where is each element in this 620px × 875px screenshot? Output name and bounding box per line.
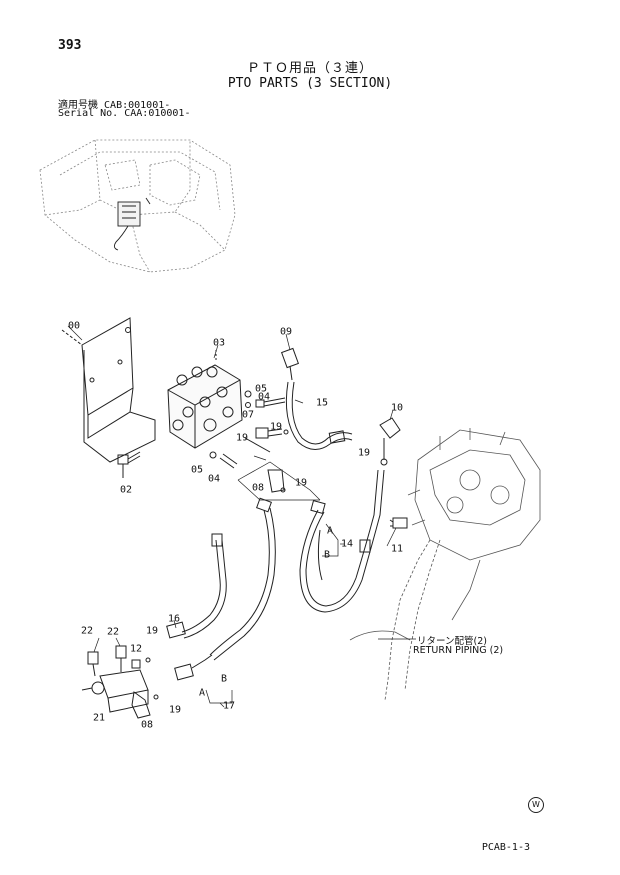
callout-10: 10 bbox=[390, 402, 404, 414]
hose-17 bbox=[209, 497, 276, 661]
return-piping-note-en: RETURN PIPING (2) bbox=[413, 645, 504, 656]
bolt-02 bbox=[117, 451, 141, 478]
page-number: 393 bbox=[58, 38, 82, 53]
callout-17: 17 bbox=[222, 700, 236, 712]
control-valve-03 bbox=[167, 348, 243, 449]
callout-19-elbow-08: 19 bbox=[294, 477, 308, 489]
serial-value-caa: CAA:010001- bbox=[124, 108, 191, 119]
hose-15 bbox=[285, 381, 353, 450]
serial-line-1: 適用号機 CAB:001001- bbox=[58, 96, 170, 111]
callout-19-valve-right: 19 bbox=[269, 421, 283, 433]
leader-lines bbox=[67, 325, 416, 708]
serial-line-2: Serial No. CAA:010001- bbox=[58, 108, 190, 119]
serial-value-cab: CAB:001001- bbox=[104, 100, 171, 111]
valve-location-highlight bbox=[113, 197, 151, 251]
callout-08-upper: 08 bbox=[251, 482, 265, 494]
hose-end-fittings bbox=[166, 621, 213, 681]
callout-08-lower: 08 bbox=[140, 719, 154, 731]
machine-overview-sketch bbox=[39, 139, 236, 273]
callout-22-left: 22 bbox=[80, 625, 94, 637]
callout-19-adapter: 19 bbox=[145, 625, 159, 637]
fittings-05-07-04 bbox=[209, 390, 289, 469]
callout-19-elbow-10: 19 bbox=[357, 447, 371, 459]
callout-21: 21 bbox=[92, 712, 106, 724]
elbow-08-upper bbox=[267, 469, 286, 493]
callout-05-upper: 05 bbox=[254, 383, 268, 395]
serial-label-jp: 適用号機 bbox=[58, 100, 98, 111]
hose-16 bbox=[181, 533, 227, 639]
callout-04-lower: 04 bbox=[207, 473, 221, 485]
bracket-00 bbox=[61, 317, 156, 463]
adapter-block-21 bbox=[81, 645, 159, 719]
callout-19-lower: 19 bbox=[168, 704, 182, 716]
callout-07: 07 bbox=[241, 409, 255, 421]
callout-02: 02 bbox=[119, 484, 133, 496]
callout-14: 14 bbox=[340, 538, 354, 550]
callout-19-valve-left: 19 bbox=[235, 432, 249, 444]
pump-assembly-sketch bbox=[349, 428, 541, 701]
fitting-11 bbox=[389, 517, 408, 529]
callout-03: 03 bbox=[212, 337, 226, 349]
callout-04-upper: 04 bbox=[257, 391, 271, 403]
callout-A-14: A bbox=[326, 525, 334, 537]
elbow-09 bbox=[280, 347, 300, 381]
hose-14b bbox=[317, 529, 371, 581]
callout-A-17: A bbox=[198, 687, 206, 699]
callout-22-right: 22 bbox=[106, 626, 120, 638]
page-title-japanese: ＰＴＯ用品（３連） bbox=[246, 61, 373, 76]
callout-B-14: B bbox=[323, 549, 331, 561]
serial-label-en: Serial No. bbox=[58, 108, 119, 119]
page-code: PCAB-1-3 bbox=[481, 842, 530, 853]
return-piping-note-jp: リターン配管(2) bbox=[417, 636, 487, 647]
callout-15: 15 bbox=[315, 397, 329, 409]
leader-line-08 bbox=[237, 461, 321, 501]
elbow-10 bbox=[379, 417, 401, 466]
callout-11: 11 bbox=[390, 543, 404, 555]
w-mark-icon: W bbox=[528, 797, 544, 813]
callout-12: 12 bbox=[129, 643, 143, 655]
page-title-english: PTO PARTS (3 SECTION) bbox=[227, 76, 393, 91]
callout-B-17: B bbox=[220, 673, 228, 685]
callout-16: 16 bbox=[167, 613, 181, 625]
callout-09: 09 bbox=[279, 326, 293, 338]
callout-05-lower: 05 bbox=[190, 464, 204, 476]
callout-00: 00 bbox=[67, 320, 81, 332]
leader-frame-08 bbox=[237, 479, 320, 501]
